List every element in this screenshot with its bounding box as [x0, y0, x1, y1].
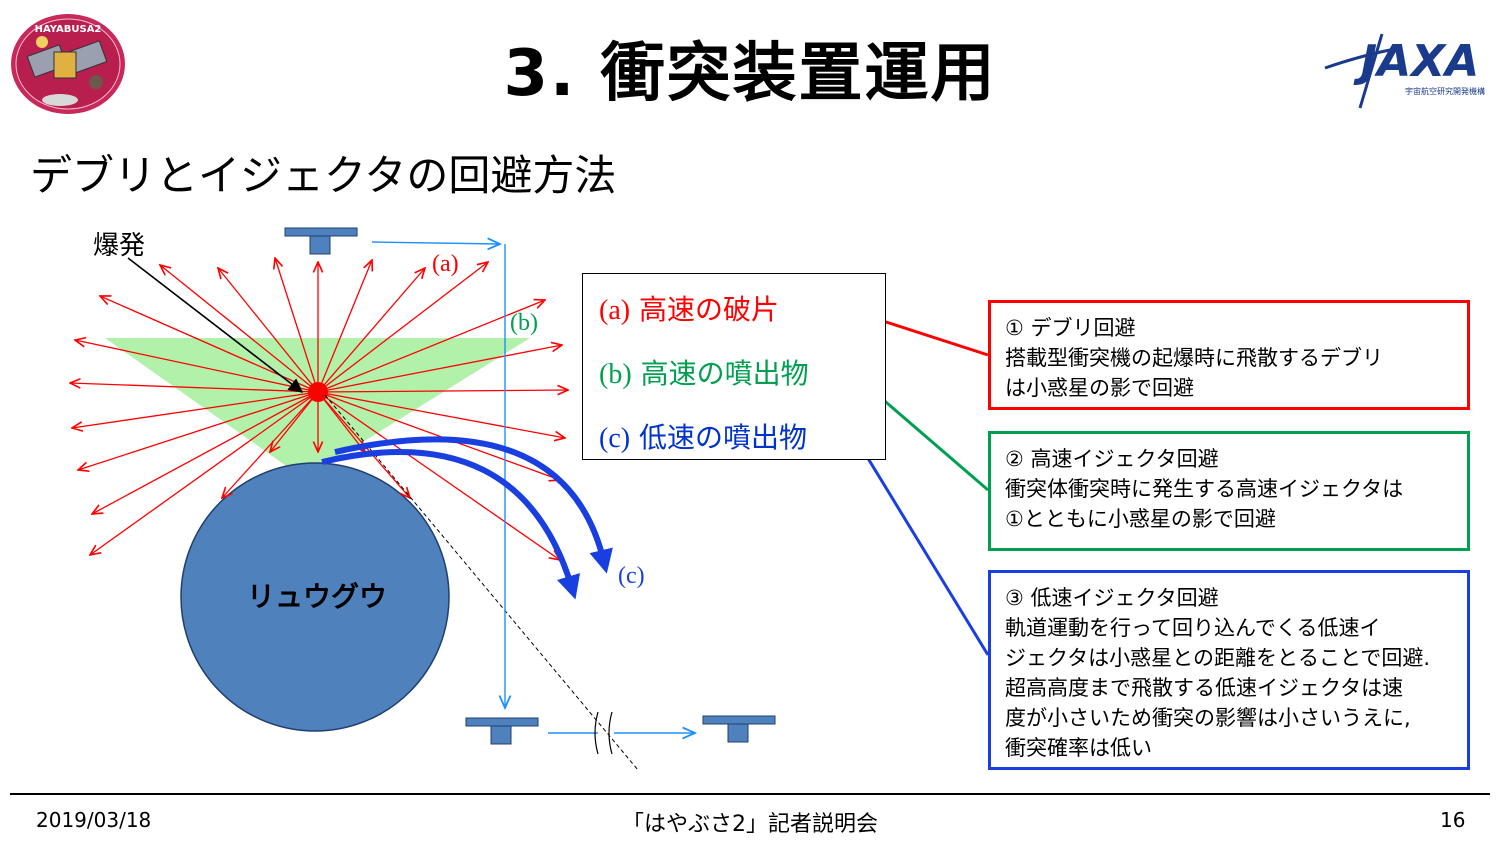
jaxa-logo-caption: 宇宙航空研究開発機構 — [1405, 86, 1485, 96]
low-speed-ejecta-1 — [321, 448, 581, 600]
debris-burst — [70, 258, 568, 560]
connector-c — [844, 433, 990, 656]
legend-item-b: (b) 高速の噴出物 — [599, 352, 809, 392]
box-heading: ① デブリ回避 — [1005, 316, 1136, 340]
box-line: 衝突確率は低い — [1005, 736, 1152, 760]
box-line: ①とともに小惑星の影で回避 — [1005, 507, 1276, 531]
trajectory-break-mark — [594, 711, 613, 755]
box-line: 衝突体衝突時に発生する高速イジェクタは — [1005, 477, 1404, 501]
ejecta-legend: (a) 高速の破片 (b) 高速の噴出物 (c) 低速の噴出物 — [582, 273, 886, 460]
high-speed-ejecta-box: ② 高速イジェクタ回避 衝突体衝突時に発生する高速イジェクタは ①とともに小惑星… — [988, 431, 1470, 551]
low-speed-ejecta-box: ③ 低速イジェクタ回避 軌道運動を行って回り込んでくる低速イ ジェクタは小惑星と… — [988, 570, 1470, 770]
explosion-label: 爆発 — [93, 231, 145, 261]
box-heading: ③ 低速イジェクタ回避 — [1005, 586, 1219, 610]
debris-avoidance-box: ① デブリ回避 搭載型衝突機の起爆時に飛散するデブリ は小惑星の影で回避 — [988, 300, 1470, 410]
avoidance-diagram: リュウグウ 爆発 — [0, 227, 990, 771]
jaxa-logo-text: JAXA — [1353, 36, 1479, 87]
low-speed-ejecta-2 — [334, 436, 613, 574]
spacecraft-icon-far — [702, 715, 776, 743]
asteroid-label: リュウグウ — [247, 580, 387, 613]
legend-item-a: (a) 高速の破片 — [599, 288, 779, 328]
box-line: は小惑星の影で回避 — [1005, 376, 1194, 400]
legend-tag: (b) — [599, 359, 632, 390]
footer-date: 2019/03/18 — [36, 808, 152, 832]
box-line: 超高高度まで飛散する低速イジェクタは速 — [1005, 676, 1404, 700]
box-line: 搭載型衝突機の起爆時に飛散するデブリ — [1005, 346, 1383, 370]
page-title: 3. 衝突装置運用 — [503, 37, 997, 111]
footer-divider — [10, 793, 1490, 795]
footer-event-title: 「はやぶさ2」記者説明会 — [622, 812, 878, 837]
shadow-tangent-line — [324, 394, 639, 771]
page-number: 16 — [1440, 808, 1466, 832]
explosion-point — [308, 382, 328, 402]
legend-text: 高速の破片 — [638, 293, 779, 326]
path-c-label: (c) — [618, 563, 645, 589]
legend-tag: (c) — [599, 423, 631, 454]
jaxa-logo: JAXA 宇宙航空研究開発機構 — [1324, 33, 1485, 109]
box-line: ジェクタは小惑星との距離をとることで回避. — [1005, 646, 1430, 670]
box-heading: ② 高速イジェクタ回避 — [1005, 447, 1219, 471]
explosion-pointer — [127, 257, 304, 393]
hayabusa2-mission-logo: HAYABUSA2 — [11, 14, 125, 114]
legend-text: 高速の噴出物 — [640, 357, 809, 390]
spacecraft-icon-top — [284, 227, 358, 255]
box-line: 軌道運動を行って回り込んでくる低速イ — [1005, 616, 1381, 640]
legend-tag: (a) — [599, 295, 631, 326]
spacecraft-icon-bottom — [465, 717, 539, 745]
trajectory-top — [371, 242, 500, 244]
mission-logo-text: HAYABUSA2 — [35, 24, 102, 35]
box-line: 度が小さいため衝突の影響は小さいうえに, — [1005, 706, 1411, 730]
slide-subtitle: デブリとイジェクタの回避方法 — [30, 151, 617, 200]
asteroid-ryugu — [180, 462, 450, 732]
legend-text: 低速の噴出物 — [638, 421, 807, 454]
path-a-label: (a) — [432, 251, 459, 277]
legend-item-c: (c) 低速の噴出物 — [599, 416, 807, 456]
path-b-label: (b) — [510, 310, 538, 336]
